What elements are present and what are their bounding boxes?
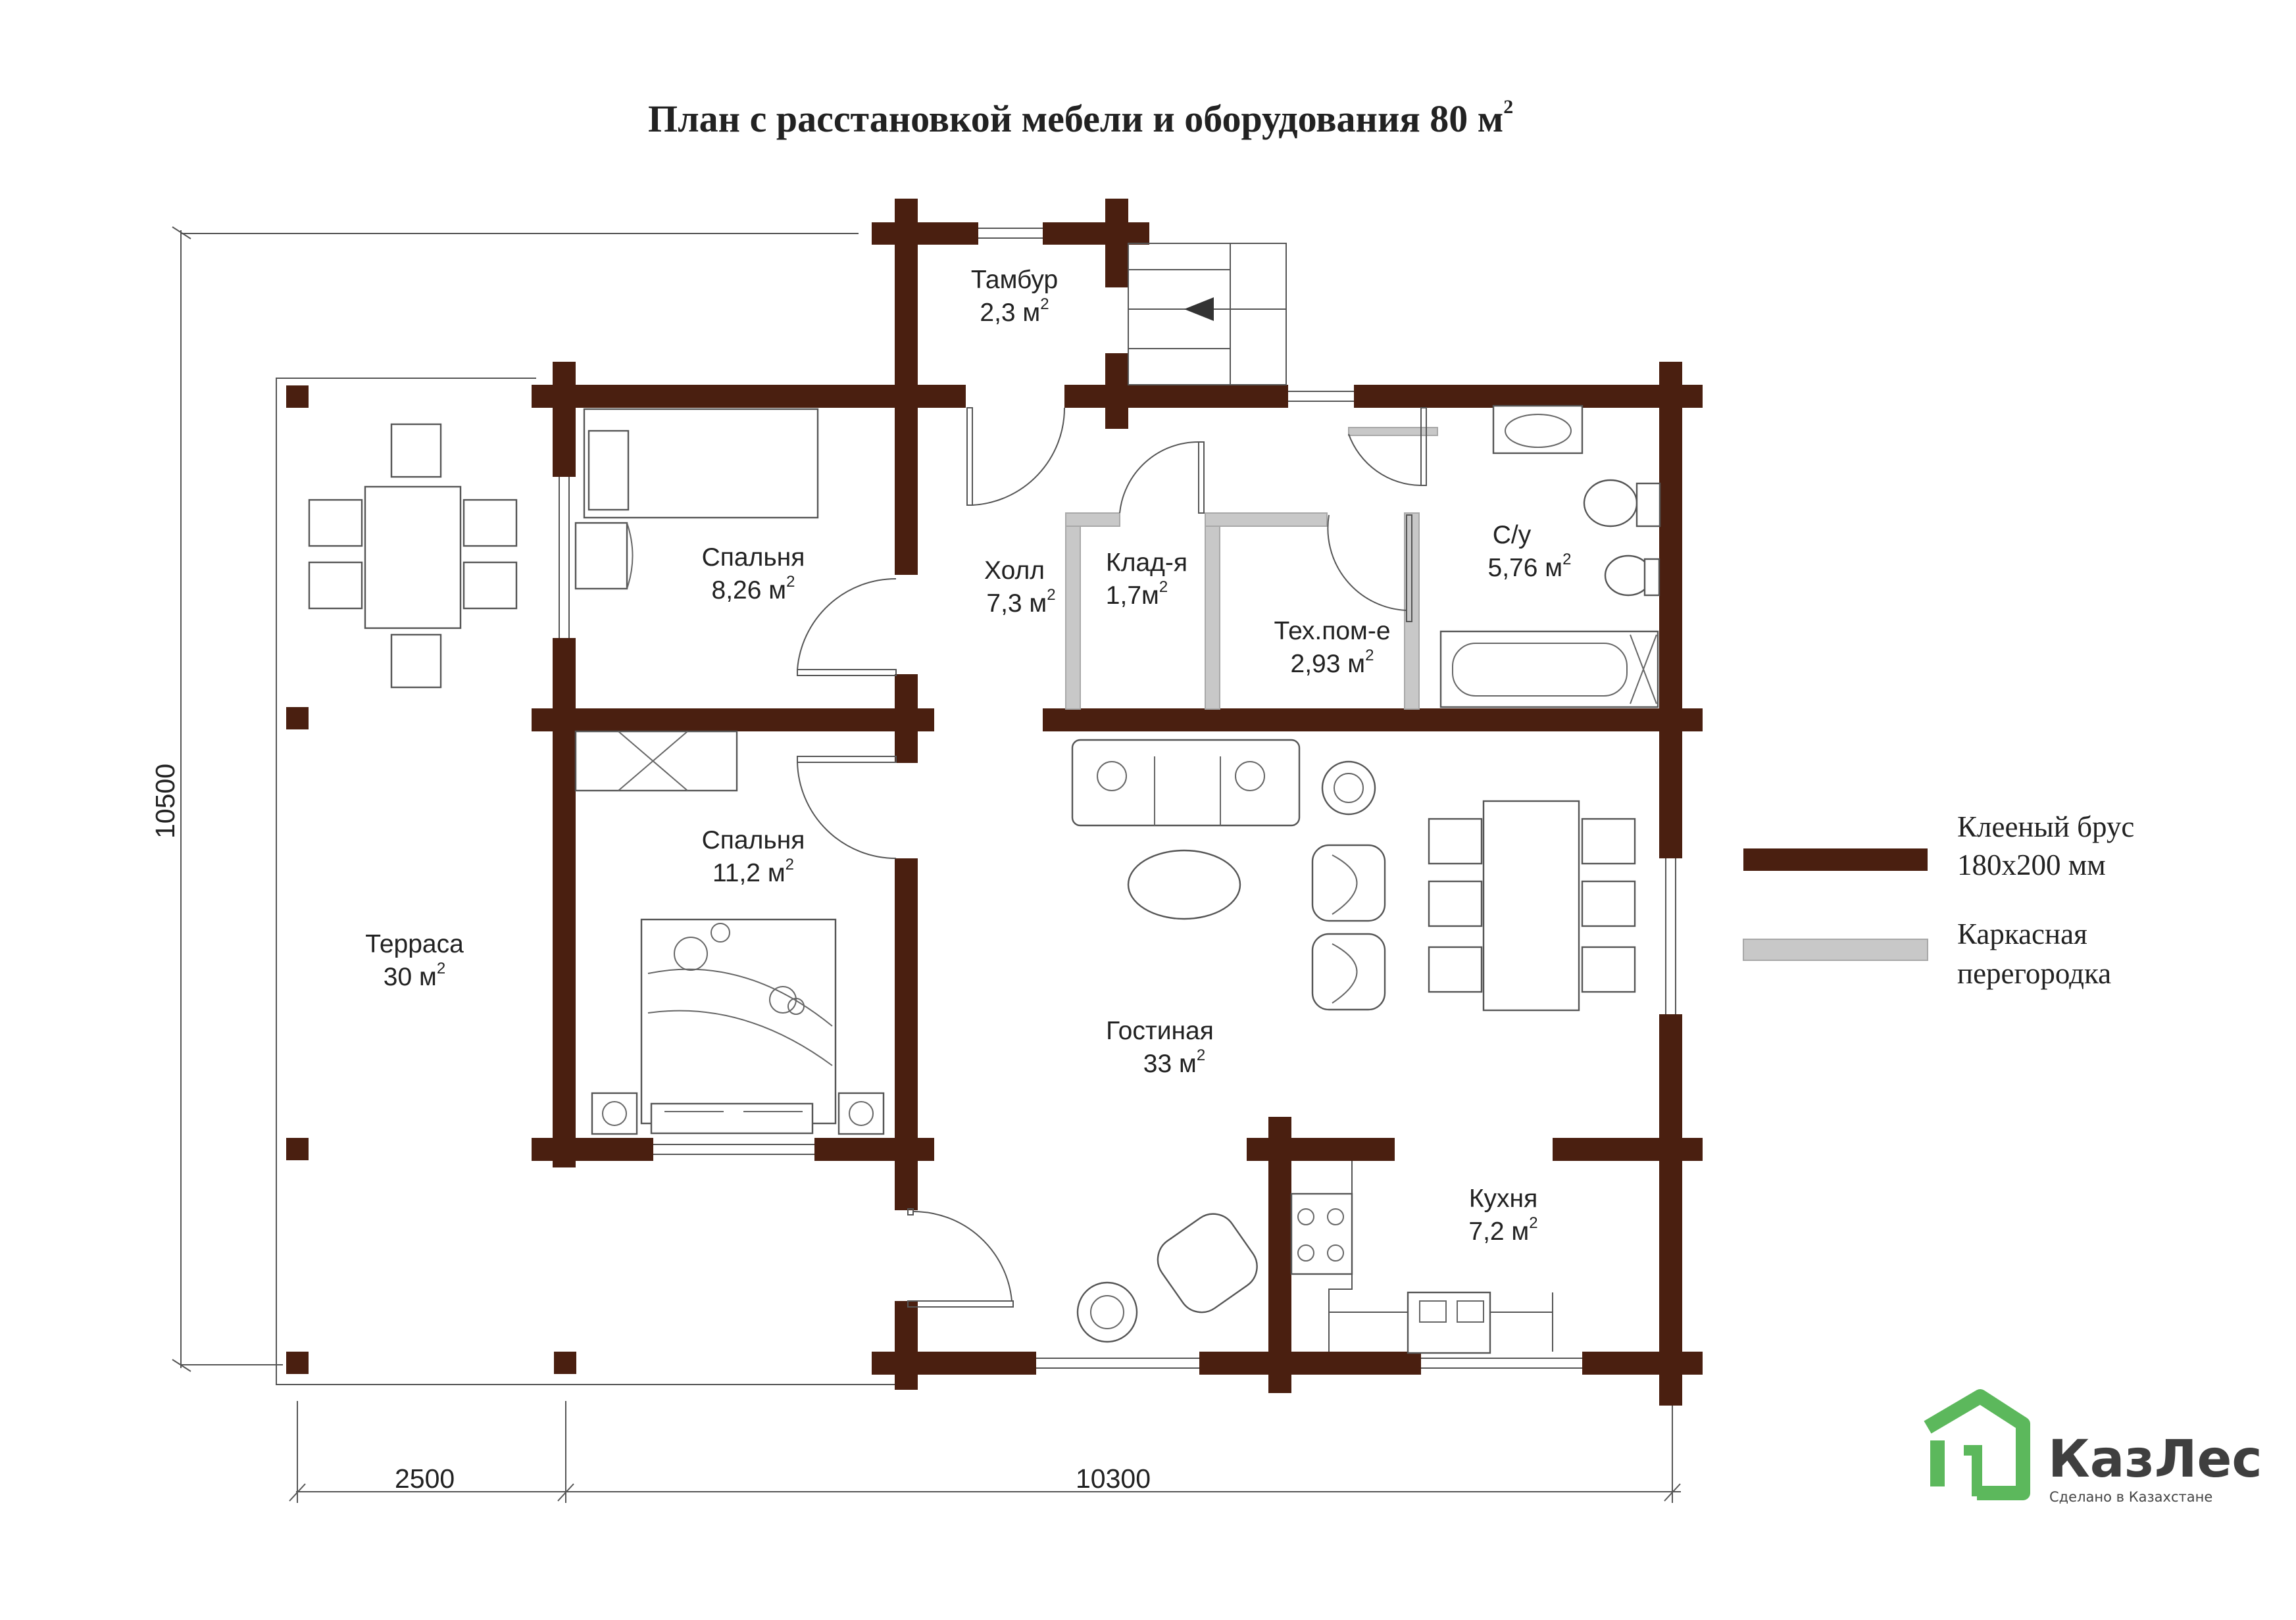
room-label-utility: Тех.пом-е <box>1274 617 1390 645</box>
room-label-storage: Клад-я <box>1106 549 1187 577</box>
brand-logo: КазЛес Сделано в Казахстане <box>1924 1389 2262 1505</box>
room-area-storage: 1,7м2 <box>1106 578 1168 610</box>
terrace-outline <box>276 378 895 1385</box>
living-room-furniture <box>1071 739 1636 1343</box>
dimension-height: 10500 <box>150 764 180 839</box>
room-label-terrace: Терраса <box>365 930 464 958</box>
legend-beam-line2: 180х200 мм <box>1957 848 2106 881</box>
room-labels: Тамбур 2,3 м2 Спальня 8,26 м2 Холл 7,3 м… <box>365 266 1571 1246</box>
brand-tagline: Сделано в Казахстане <box>2049 1489 2212 1505</box>
room-area-terrace: 30 м2 <box>384 960 445 991</box>
log-walls <box>532 199 1703 1406</box>
room-area-kitchen: 7,2 м2 <box>1468 1214 1537 1246</box>
room-label-vestibule: Тамбур <box>971 266 1058 294</box>
room-area-bedroom-large: 11,2 м2 <box>712 856 794 887</box>
room-label-bedroom-small: Спальня <box>702 543 805 572</box>
dimension-terrace-width: 2500 <box>395 1463 455 1494</box>
kitchen-equipment <box>1290 1161 1553 1354</box>
room-area-bathroom: 5,76 м2 <box>1488 551 1572 582</box>
room-label-bedroom-large: Спальня <box>702 826 805 854</box>
room-area-living-room: 33 м2 <box>1143 1046 1205 1078</box>
room-area-bedroom-small: 8,26 м2 <box>712 573 795 604</box>
room-label-hall: Холл <box>984 556 1045 585</box>
room-label-bathroom: С/у <box>1493 521 1532 549</box>
legend-beam-line1: Клееный брус <box>1957 810 2134 843</box>
windows <box>559 228 1676 1369</box>
bedroom1-furniture <box>574 408 819 590</box>
house-icon <box>1924 1389 2030 1500</box>
legend: Клееный брус 180х200 мм Каркасная перего… <box>1743 810 2134 990</box>
room-area-hall: 7,3 м2 <box>986 586 1055 618</box>
legend-swatch-beam <box>1743 848 1928 871</box>
room-area-utility: 2,93 м2 <box>1291 647 1374 678</box>
room-label-living-room: Гостиная <box>1106 1017 1214 1045</box>
room-label-kitchen: Кухня <box>1469 1185 1537 1213</box>
legend-swatch-frame <box>1743 939 1928 961</box>
room-area-vestibule: 2,3 м2 <box>980 295 1049 327</box>
entrance-stairs <box>1128 243 1287 385</box>
legend-frame-line2: перегородка <box>1957 957 2111 990</box>
frame-partitions <box>1065 427 1438 710</box>
doors <box>797 407 1427 1308</box>
legend-frame-line1: Каркасная <box>1957 918 2087 950</box>
dimension-lines <box>172 226 1681 1503</box>
bedroom2-furniture <box>574 730 885 1135</box>
brand-name: КазЛес <box>2048 1430 2262 1489</box>
dimension-house-width: 10300 <box>1076 1463 1151 1494</box>
terrace-table-set <box>308 423 518 689</box>
plan-title: План с расстановкой мебели и оборудовани… <box>648 96 1513 140</box>
bathroom-fixtures <box>1439 405 1661 708</box>
